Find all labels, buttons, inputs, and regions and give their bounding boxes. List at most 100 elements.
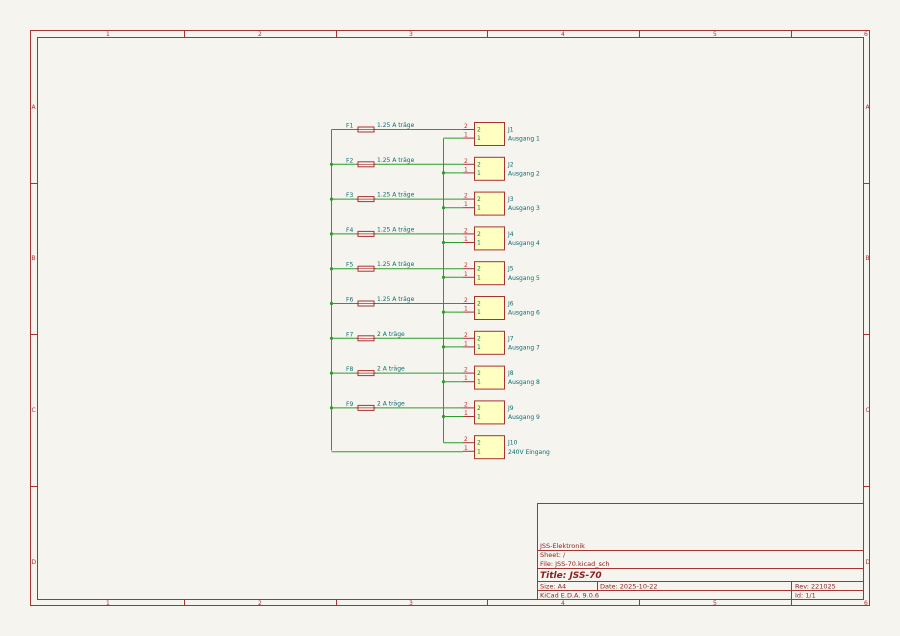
column-label: 5 <box>713 31 717 38</box>
junction-dot <box>441 414 446 419</box>
fuse-value: 1.25 A träge <box>377 122 415 129</box>
paper-size: Size: A4 <box>540 583 566 591</box>
connector-symbol[interactable] <box>474 122 505 146</box>
kicad-version: KiCad E.D.A. 9.0.6 <box>540 592 599 600</box>
pin-name: 2 <box>477 127 481 134</box>
pin-number: 1 <box>464 271 468 278</box>
pin-name: 1 <box>477 240 481 247</box>
sheet-id: Id: 1/1 <box>795 592 816 600</box>
connector-value: Ausgang 4 <box>508 240 540 247</box>
pin-number: 2 <box>464 158 468 165</box>
pin-number: 1 <box>464 340 468 347</box>
pin-name: 1 <box>477 309 481 316</box>
column-label: 3 <box>409 31 413 38</box>
company-name: JSS-Elektronik <box>539 542 585 550</box>
row-label: A <box>866 104 871 111</box>
column-label: 2 <box>258 31 262 38</box>
connector-value: Ausgang 1 <box>508 136 540 143</box>
connector-reference: J5 <box>507 266 514 273</box>
junction-dot <box>329 406 334 410</box>
connector-symbol[interactable] <box>474 226 505 251</box>
connector-value: Ausgang 3 <box>508 205 540 212</box>
junction-dot <box>329 197 334 201</box>
fuse-reference: F4 <box>346 227 353 234</box>
pin-name: 2 <box>477 370 481 377</box>
fuse-value: 2 A träge <box>377 331 405 338</box>
pin-name: 1 <box>477 379 481 386</box>
pin-number: 1 <box>464 306 468 313</box>
row-label: D <box>32 559 37 566</box>
connector-symbol[interactable] <box>474 365 505 390</box>
pin-number: 2 <box>464 193 468 200</box>
column-label: 5 <box>713 600 717 607</box>
buses <box>331 129 444 451</box>
row-label: A <box>32 104 37 111</box>
fuse-reference: F8 <box>346 366 353 373</box>
connector-value: Ausgang 8 <box>508 379 540 386</box>
fuse-value: 1.25 A träge <box>377 157 415 164</box>
connector-value: Ausgang 6 <box>508 310 540 317</box>
connector-reference: J10 <box>507 440 518 447</box>
connector-symbol[interactable] <box>474 191 505 216</box>
column-label: 4 <box>561 600 565 607</box>
fuse-reference: F9 <box>346 401 353 408</box>
pin-number: 2 <box>464 123 468 130</box>
connector-symbol[interactable] <box>474 261 505 286</box>
column-label: 6 <box>864 600 868 607</box>
pin-name: 1 <box>477 414 481 421</box>
junction-dot <box>329 371 334 375</box>
connector-symbol[interactable] <box>474 435 505 460</box>
pin-number: 1 <box>464 410 468 417</box>
pin-name: 1 <box>477 448 481 455</box>
connector-symbol[interactable] <box>474 156 505 181</box>
junction-dot <box>329 336 334 340</box>
column-label: 4 <box>561 31 565 38</box>
pin-number: 1 <box>464 236 468 243</box>
row-label: B <box>32 255 36 262</box>
pin-number: 1 <box>464 132 468 139</box>
connector-symbol[interactable] <box>474 296 505 320</box>
fuse-reference: F6 <box>346 297 353 304</box>
junction-dot <box>441 275 446 279</box>
pin-number: 1 <box>464 201 468 208</box>
fuse-reference: F1 <box>346 123 353 130</box>
pin-name: 2 <box>477 266 481 273</box>
pin-number: 2 <box>464 262 468 269</box>
pin-number: 2 <box>464 401 468 408</box>
pin-number: 1 <box>464 445 468 452</box>
connector-symbol[interactable] <box>474 400 505 425</box>
fuse-reference: F7 <box>346 331 353 338</box>
connector-reference: J8 <box>507 370 514 377</box>
row-label: B <box>866 255 870 262</box>
row-label: C <box>32 407 36 414</box>
pin-number: 2 <box>464 297 468 304</box>
connector-value: 240V Eingang <box>508 449 550 456</box>
pin-number: 2 <box>464 367 468 374</box>
revision: Rev: 221025 <box>795 583 836 591</box>
column-label: 1 <box>106 31 110 38</box>
title-block: JSS-Elektronik Sheet: / File: JSS-70.kic… <box>537 503 864 600</box>
connector-symbol[interactable] <box>474 330 505 355</box>
junction-dot <box>441 206 446 210</box>
connector-reference: J6 <box>507 301 514 308</box>
pin-number: 1 <box>464 375 468 382</box>
connector-value: Ausgang 2 <box>508 170 540 177</box>
junction-dot <box>441 310 446 314</box>
column-label: 1 <box>106 600 110 607</box>
pin-number: 2 <box>464 332 468 339</box>
pin-number: 2 <box>464 227 468 234</box>
junction-dot <box>441 380 446 384</box>
junction-dot <box>329 301 334 306</box>
connector-reference: J1 <box>507 127 514 134</box>
